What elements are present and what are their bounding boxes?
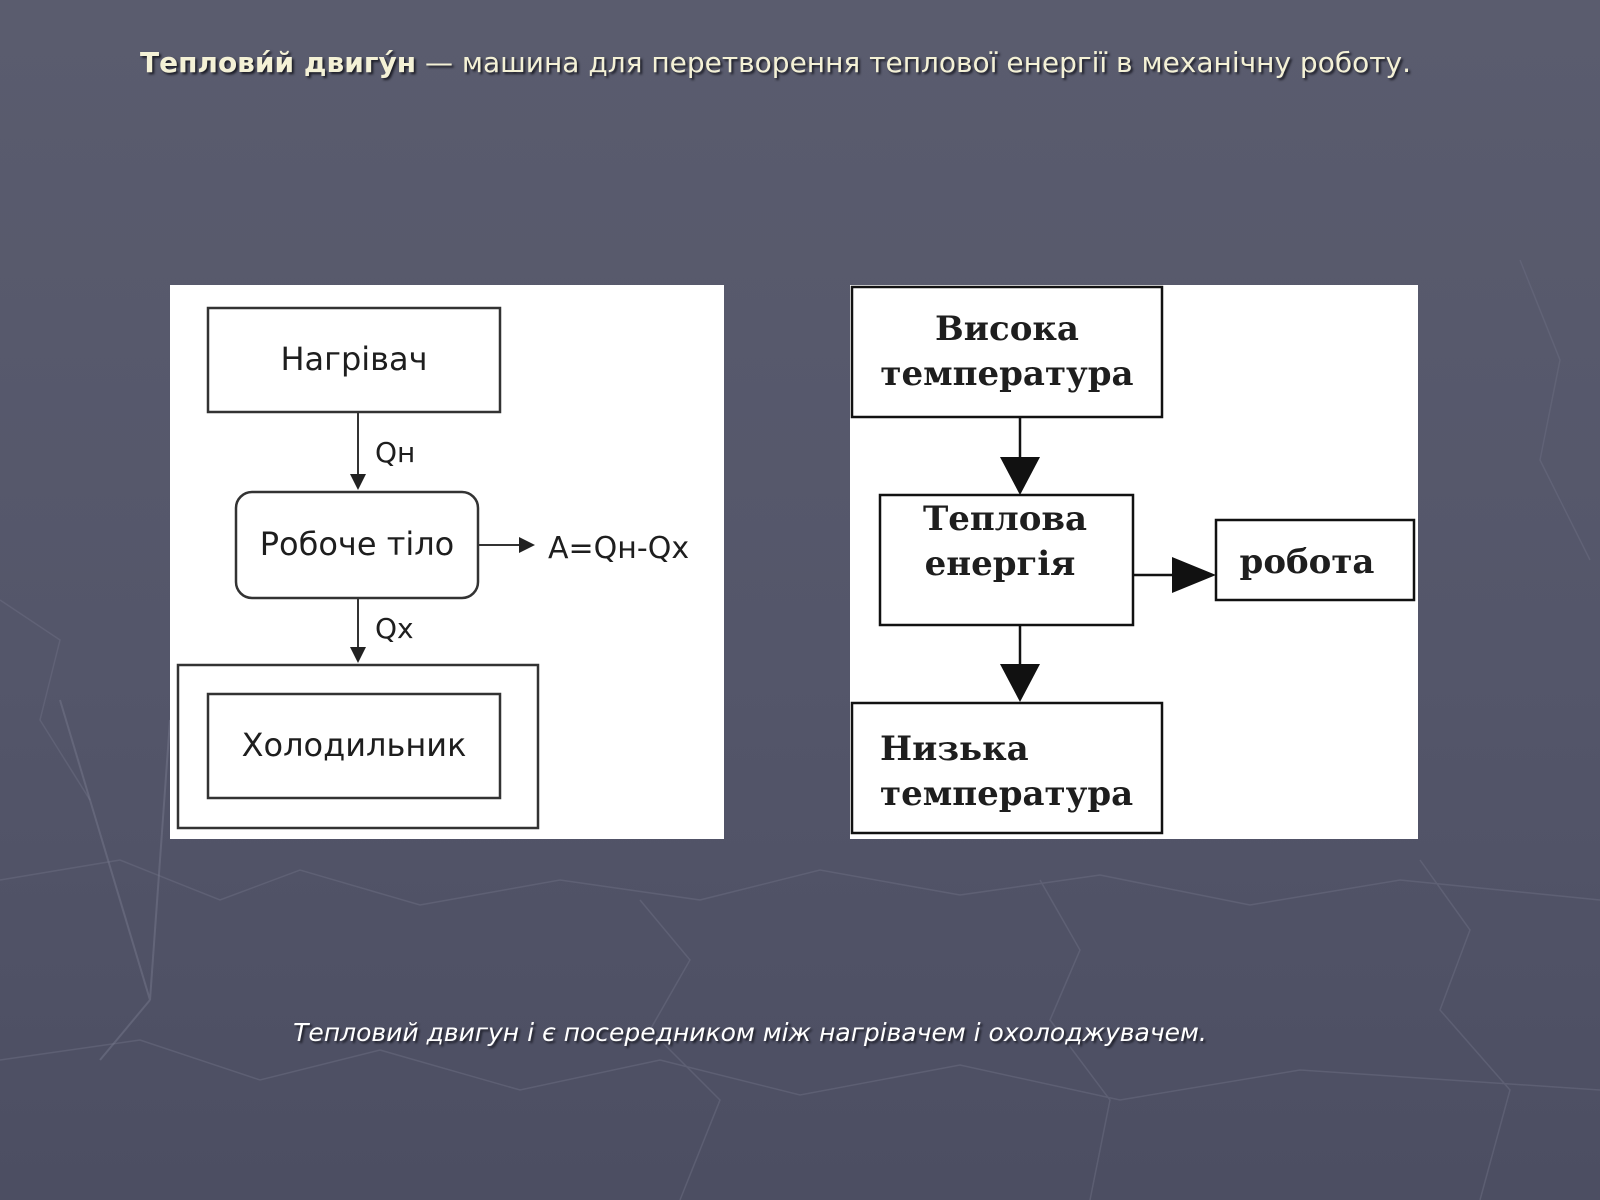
term-label: Теплови́й двигу́н xyxy=(140,46,417,79)
high-temperature-box xyxy=(850,285,1164,419)
q-cold-label: Qх xyxy=(375,612,414,645)
definition-heading: Теплови́й двигу́н — машина для перетворе… xyxy=(140,46,1520,79)
right-arrow-head xyxy=(1172,557,1216,593)
cooler-outer-box xyxy=(176,663,540,830)
down-arrow-1-head xyxy=(1000,457,1040,495)
caption-text: Тепловий двигун і є посередником між наг… xyxy=(293,1018,1207,1047)
cooler-inner-box xyxy=(206,692,502,800)
q-hot-label: Qн xyxy=(375,436,415,469)
low-temperature-label-line1: Низька xyxy=(880,729,1029,769)
thermal-energy-label-line1: Теплова xyxy=(923,499,1087,539)
high-temperature-label-line2: температура xyxy=(880,354,1133,394)
cooler-label: Холодильник xyxy=(242,726,467,764)
heater-label: Нагрівач xyxy=(280,340,427,378)
definition-text: — машина для перетворення теплової енерг… xyxy=(416,46,1412,79)
work-formula-label: A=Qн-Qх xyxy=(548,531,689,566)
working-body-label: Робоче тіло xyxy=(260,525,455,563)
heat-engine-diagram-left: Нагрівач Qн Робоче тіло A=Qн-Qх Qх Холод… xyxy=(170,285,724,839)
thermal-energy-box xyxy=(878,493,1135,627)
thermal-energy-label-line2: енергія xyxy=(925,544,1076,584)
heat-engine-diagram-right: Висока температура Теплова енергія робот… xyxy=(850,285,1418,839)
low-temperature-label-line2: температура xyxy=(880,774,1133,814)
high-temperature-label-line1: Висока xyxy=(935,309,1079,349)
work-box xyxy=(1214,518,1416,602)
work-label: робота xyxy=(1240,542,1375,582)
heater-box xyxy=(206,306,502,414)
down-arrow-2-head xyxy=(1000,664,1040,702)
low-temperature-box xyxy=(850,701,1164,835)
